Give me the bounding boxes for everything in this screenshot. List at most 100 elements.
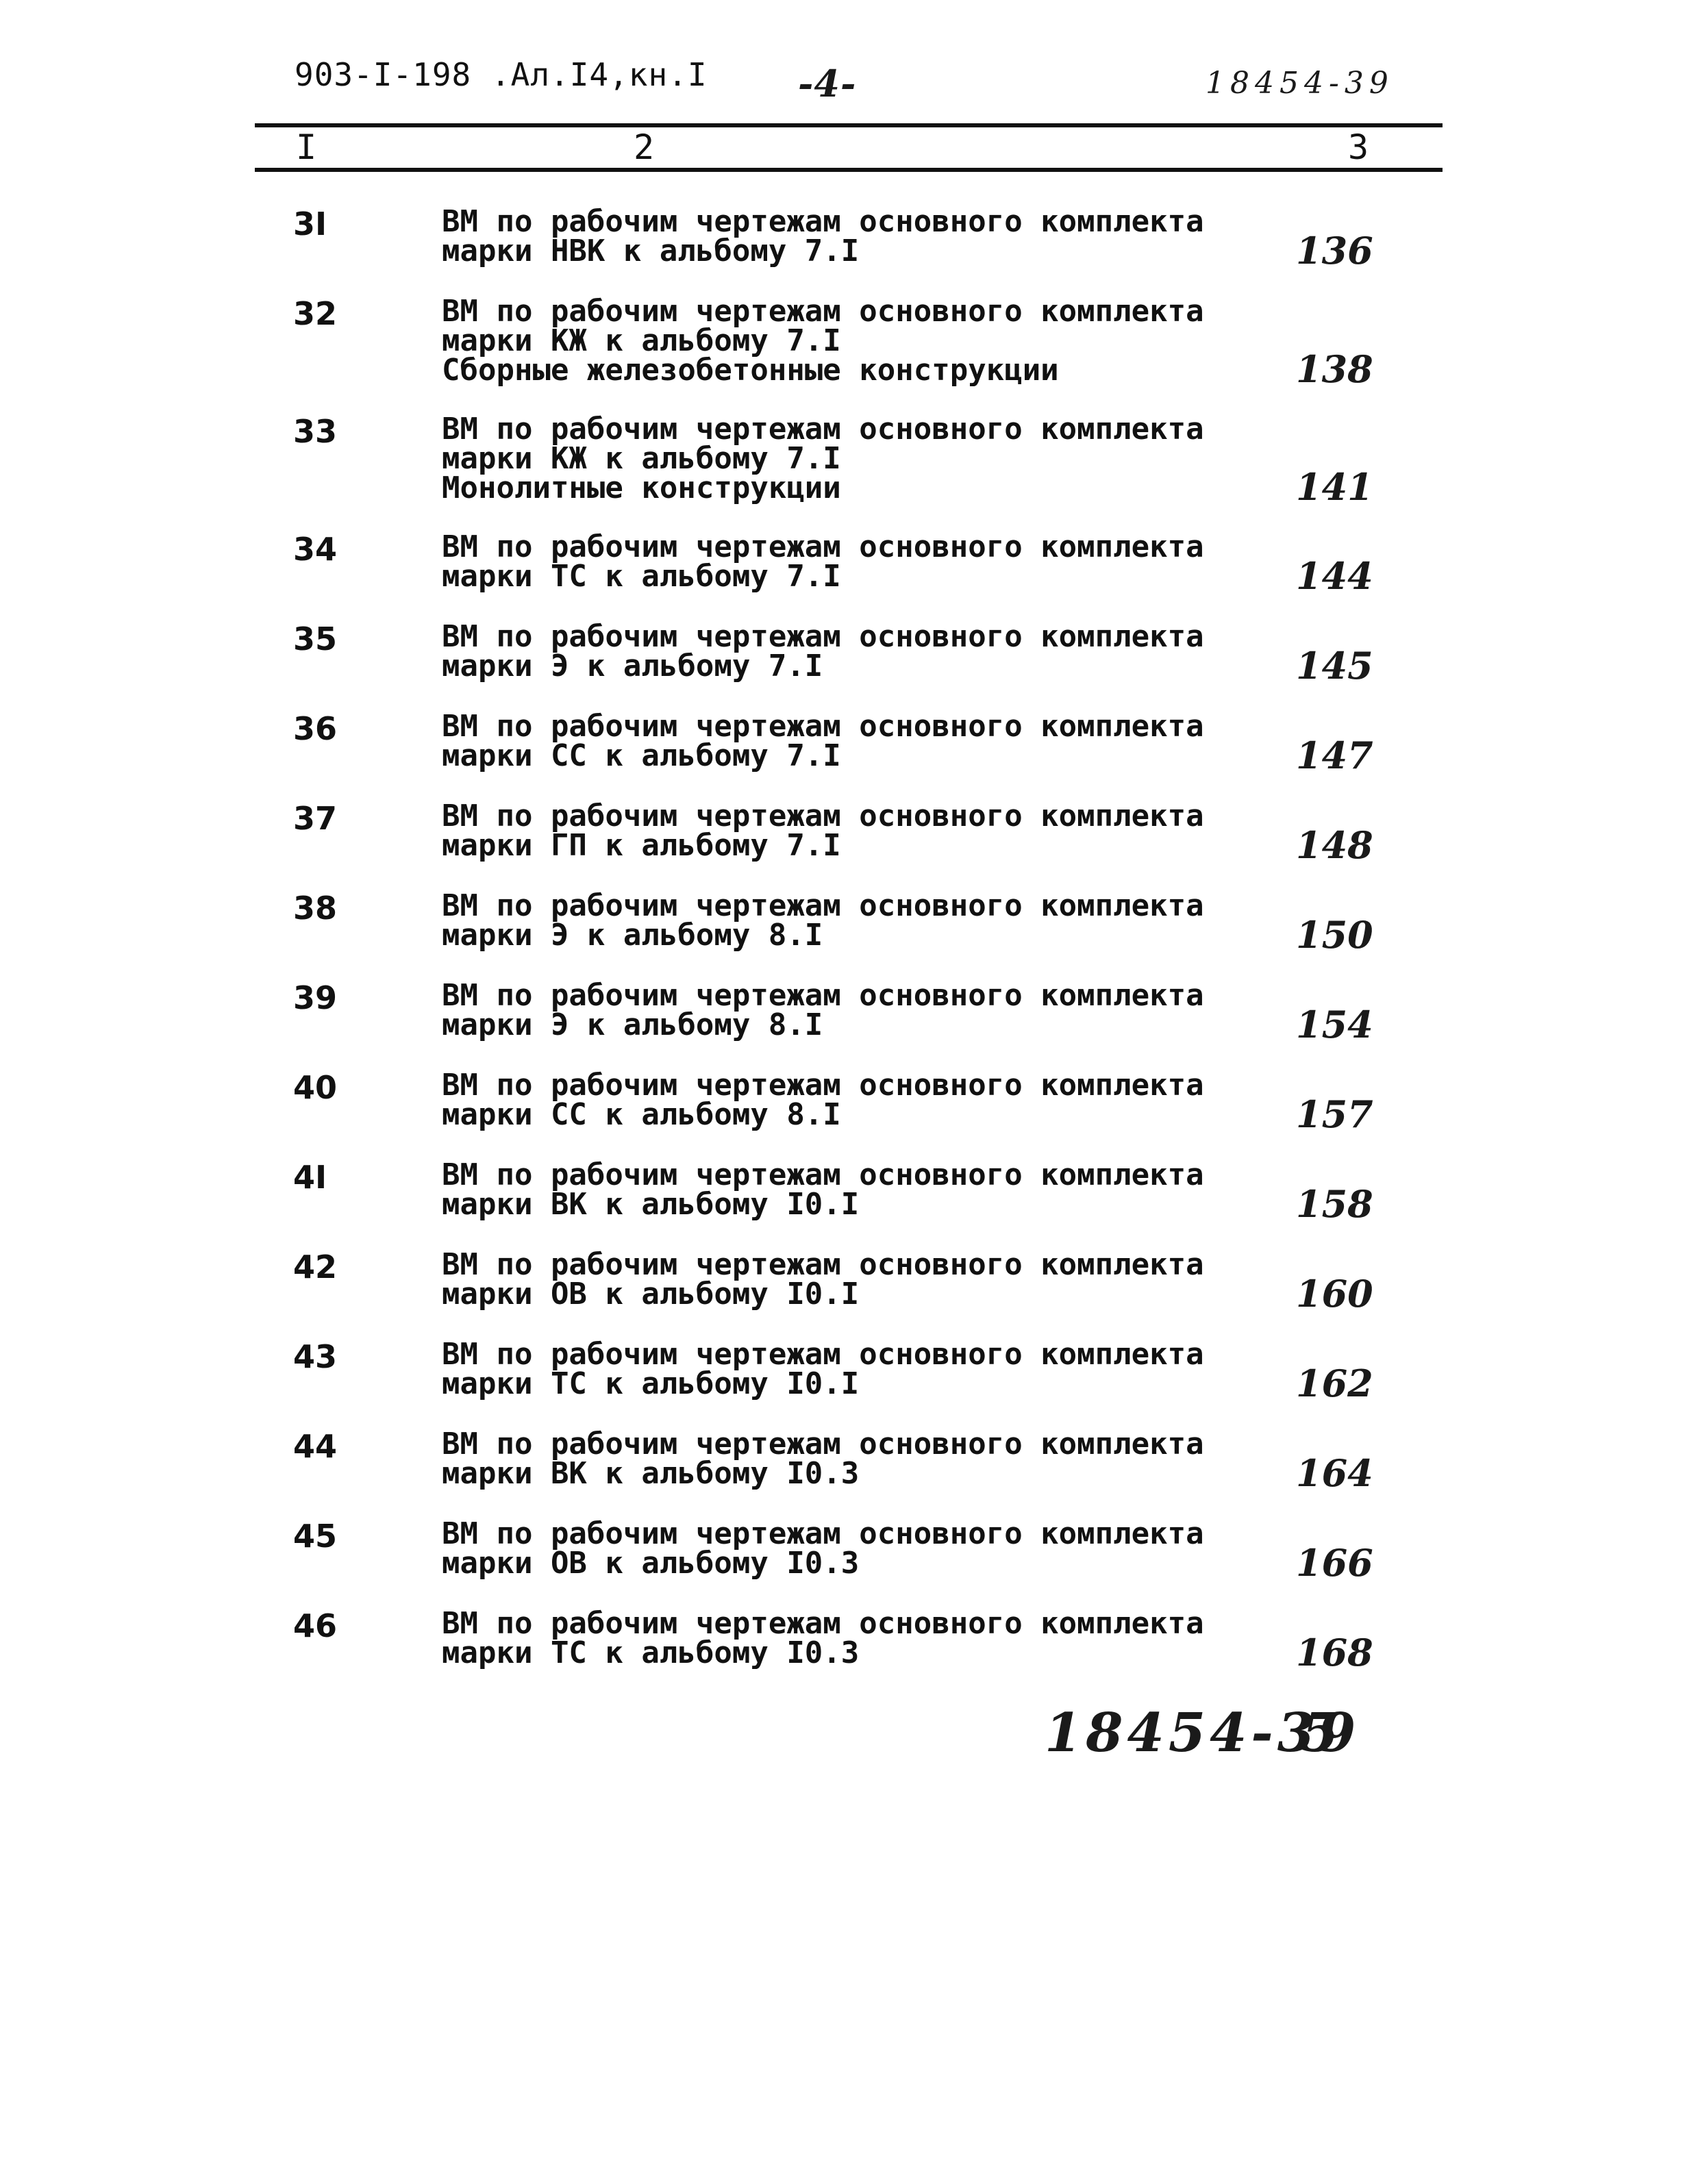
row-title: ВМ по рабочим чертежам основного комплек… — [442, 799, 1204, 863]
row-number: 38 — [293, 890, 338, 927]
row-page-number: 164 — [1296, 1451, 1373, 1495]
table-row: 33 ВМ по рабочим чертежам основного компл… — [0, 413, 1698, 531]
row-number: 44 — [293, 1428, 338, 1465]
row-title-line: марки ТС к альбому I0.3 — [442, 1635, 860, 1670]
table-row: 38 ВМ по рабочим чертежам основного компл… — [0, 890, 1698, 979]
row-title: ВМ по рабочим чертежам основного комплек… — [442, 1250, 1204, 1309]
row-title-line: ВМ по рабочим чертежам основного комплек… — [442, 1157, 1204, 1192]
row-title-line: марки Э к альбому 8.I — [442, 1007, 823, 1042]
table-row: 32 ВМ по рабочим чертежам основного компл… — [0, 295, 1698, 413]
row-page-number: 166 — [1296, 1541, 1373, 1585]
row-number: 33 — [293, 413, 338, 450]
row-page-number: 138 — [1296, 347, 1373, 391]
row-title-line: Сборные железобетонные конструкции — [442, 353, 1059, 388]
row-title-line: ВМ по рабочим чертежам основного комплек… — [442, 978, 1204, 1013]
row-title-line: марки ОВ к альбому I0.3 — [442, 1546, 860, 1581]
row-title-line: марки ТС к альбому 7.I — [442, 559, 841, 594]
table-row: 34 ВМ по рабочим чертежам основного компл… — [0, 531, 1698, 620]
row-title-line: ВМ по рабочим чертежам основного комплек… — [442, 1516, 1204, 1551]
row-number: 34 — [293, 531, 338, 568]
row-page-number: 162 — [1296, 1361, 1373, 1405]
row-number: 32 — [293, 295, 338, 332]
row-title: ВМ по рабочим чертежам основного комплек… — [442, 1427, 1204, 1491]
table-row: 43 ВМ по рабочим чертежам основного компл… — [0, 1338, 1698, 1428]
table-row: 3I ВМ по рабочим чертежам основного компл… — [0, 205, 1698, 295]
row-title-line: марки ГП к альбому 7.I — [442, 828, 841, 863]
table-row: 40 ВМ по рабочим чертежам основного компл… — [0, 1069, 1698, 1159]
row-number: 3I — [293, 205, 327, 242]
row-title-line: марки ВК к альбому I0.I — [442, 1187, 860, 1222]
row-number: 45 — [293, 1518, 338, 1555]
column-header-page: 3 — [1348, 127, 1369, 167]
row-title: ВМ по рабочим чертежам основного комплек… — [442, 529, 1204, 594]
row-title-line: марки Э к альбому 8.I — [442, 918, 823, 953]
row-title: ВМ по рабочим чертежам основного комплек… — [442, 207, 1204, 266]
row-title-line: марки Э к альбому 7.I — [442, 649, 823, 683]
row-title: ВМ по рабочим чертежам основного комплек… — [442, 1609, 1204, 1668]
row-page-number: 136 — [1296, 229, 1373, 273]
row-page-number: 144 — [1296, 554, 1373, 598]
row-title: ВМ по рабочим чертежам основного комплек… — [442, 414, 1204, 503]
row-title: ВМ по рабочим чертежам основного комплек… — [442, 1516, 1204, 1581]
row-title-line: ВМ по рабочим чертежам основного комплек… — [442, 412, 1204, 447]
row-title-line: ВМ по рабочим чертежам основного комплек… — [442, 1606, 1204, 1641]
row-title: ВМ по рабочим чертежам основного комплек… — [442, 981, 1204, 1040]
archive-number-bottom: 18454-39 — [1045, 1702, 1360, 1764]
row-page-number: 157 — [1296, 1092, 1373, 1136]
row-number: 40 — [293, 1069, 338, 1106]
table-header-rule — [255, 168, 1443, 172]
archive-number-top: 18454-39 — [1206, 66, 1394, 101]
row-title-line: ВМ по рабочим чертежам основного комплек… — [442, 709, 1204, 744]
row-page-number: 158 — [1296, 1182, 1373, 1226]
row-title-line: марки ОВ к альбому I0.I — [442, 1277, 860, 1311]
row-title: ВМ по рабочим чертежам основного комплек… — [442, 1157, 1204, 1222]
row-title-line: марки ВК к альбому I0.3 — [442, 1456, 860, 1491]
row-title-line: марки КЖ к альбому 7.I — [442, 323, 841, 358]
row-title-line: ВМ по рабочим чертежам основного комплек… — [442, 529, 1204, 564]
row-title-line: марки СС к альбому 8.I — [442, 1097, 841, 1132]
table-row: 45 ВМ по рабочим чертежам основного компл… — [0, 1518, 1698, 1607]
table-row: 35 ВМ по рабочим чертежам основного компл… — [0, 620, 1698, 710]
row-title: ВМ по рабочим чертежам основного комплек… — [442, 709, 1204, 773]
row-title-line: ВМ по рабочим чертежам основного комплек… — [442, 1427, 1204, 1461]
row-title: ВМ по рабочим чертежам основного комплек… — [442, 1068, 1204, 1132]
row-number: 36 — [293, 710, 338, 747]
row-title: ВМ по рабочим чертежам основного комплек… — [442, 294, 1204, 388]
row-title-line: ВМ по рабочим чертежам основного комплек… — [442, 1337, 1204, 1372]
table-row: 42 ВМ по рабочим чертежам основного компл… — [0, 1248, 1698, 1338]
row-number: 39 — [293, 979, 338, 1016]
row-title: ВМ по рабочим чертежам основного комплек… — [442, 622, 1204, 681]
row-page-number: 150 — [1296, 913, 1373, 957]
table-top-rule — [255, 123, 1443, 127]
row-title-line: ВМ по рабочим чертежам основного комплек… — [442, 888, 1204, 923]
table-row: 44 ВМ по рабочим чертежам основного компл… — [0, 1428, 1698, 1518]
row-title-line: ВМ по рабочим чертежам основного комплек… — [442, 1068, 1204, 1103]
document-code: 903-I-198 .Ал.I4,кн.I — [295, 56, 708, 93]
row-title-line: марки НВК к альбому 7.I — [442, 234, 860, 268]
row-title-line: ВМ по рабочим чертежам основного комплек… — [442, 799, 1204, 833]
contents-table: 3I ВМ по рабочим чертежам основного компл… — [0, 205, 1698, 1697]
row-number: 4I — [293, 1159, 327, 1196]
row-title-line: ВМ по рабочим чертежам основного комплек… — [442, 294, 1204, 329]
row-page-number: 160 — [1296, 1272, 1373, 1316]
row-page-number: 148 — [1296, 823, 1373, 867]
table-row: 46 ВМ по рабочим чертежам основного компл… — [0, 1607, 1698, 1697]
row-page-number: 147 — [1296, 733, 1373, 777]
row-page-number: 141 — [1296, 465, 1373, 509]
row-title-line: марки СС к альбому 7.I — [442, 738, 841, 773]
row-title-line: ВМ по рабочим чертежам основного комплек… — [442, 204, 1204, 239]
page-number: -4- — [798, 62, 857, 105]
row-title-line: Монолитные конструкции — [442, 470, 841, 505]
row-title-line: марки КЖ к альбому 7.I — [442, 441, 841, 476]
row-number: 42 — [293, 1248, 338, 1285]
row-title-line: марки ТС к альбому I0.I — [442, 1366, 860, 1401]
table-row: 37 ВМ по рабочим чертежам основного компл… — [0, 800, 1698, 890]
row-page-number: 154 — [1296, 1003, 1373, 1046]
row-title-line: ВМ по рабочим чертежам основного комплек… — [442, 619, 1204, 654]
row-title: ВМ по рабочим чертежам основного комплек… — [442, 888, 1204, 953]
row-page-number: 145 — [1296, 644, 1373, 688]
row-number: 43 — [293, 1338, 338, 1375]
row-number: 35 — [293, 620, 338, 657]
row-number: 46 — [293, 1607, 338, 1644]
row-number: 37 — [293, 800, 338, 837]
